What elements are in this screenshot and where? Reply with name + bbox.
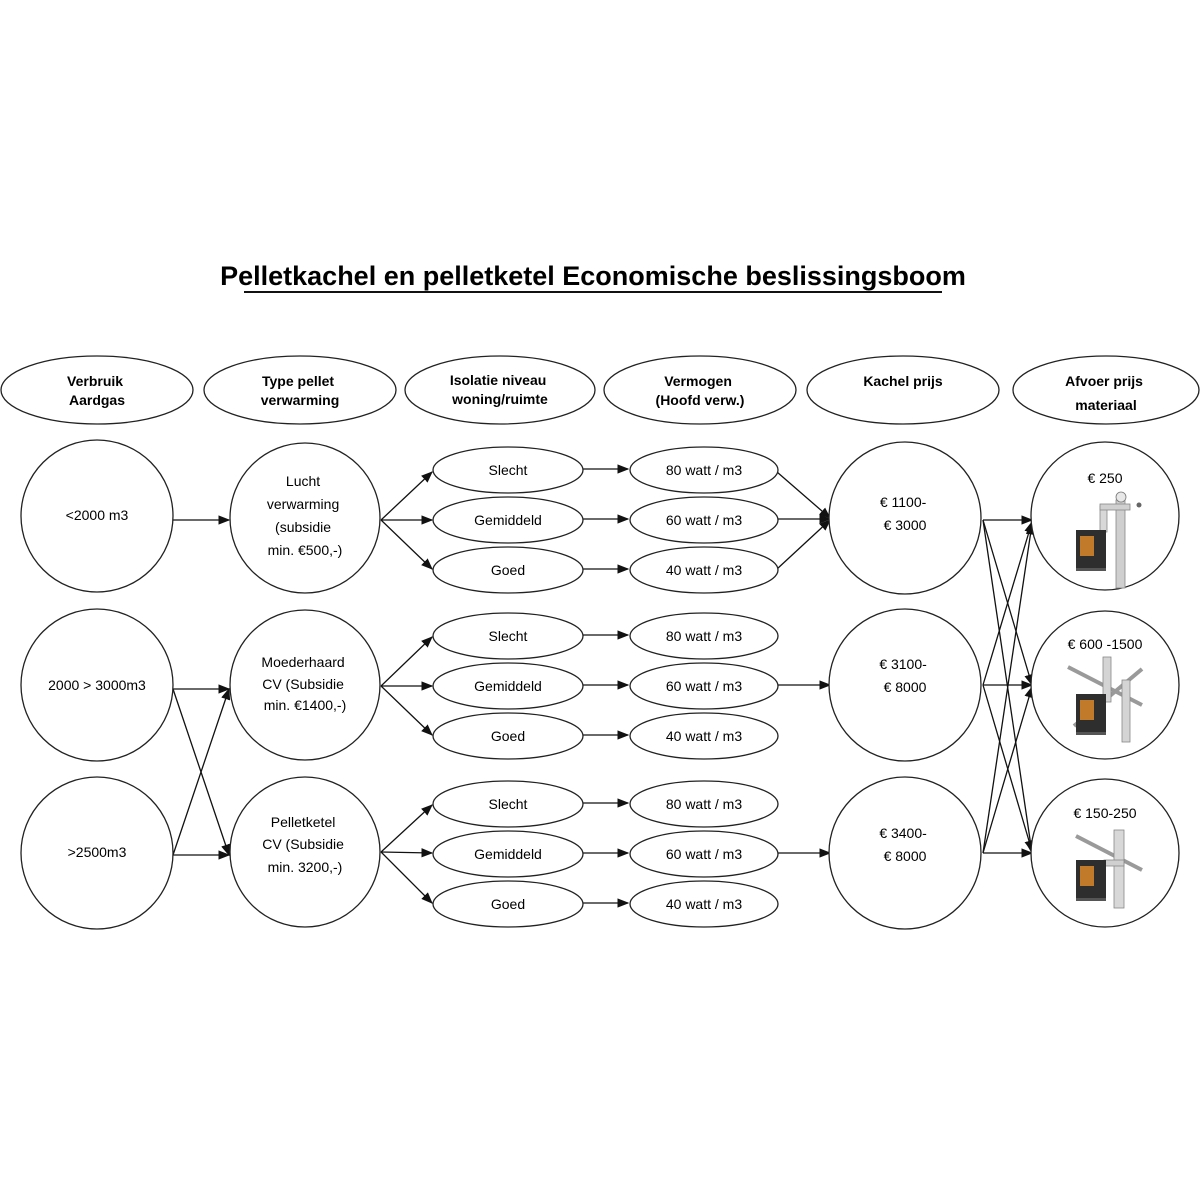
page-title: Pelletkachel en pelletketel Economische … xyxy=(220,261,966,291)
heating-type-node-moederhaard: Moederhaard CV (Subsidie min. €1400,-) xyxy=(229,609,381,761)
insulation-label: Slecht xyxy=(489,628,528,644)
svg-text:Lucht verwarming (: Lucht verwarming (subsidie min. €500,-) xyxy=(267,473,343,558)
flue-price-label: € 150-250 xyxy=(1073,805,1136,821)
stove-price-node-3: € 3400- € 8000 xyxy=(828,776,982,930)
flue-price-label: € 600 -1500 xyxy=(1068,636,1143,652)
power-label: 80 watt / m3 xyxy=(666,628,742,644)
svg-text:€ 3100- € 8000: € 3100- € 8000 xyxy=(879,656,930,695)
insulation-label: Gemiddeld xyxy=(474,678,542,694)
header-kachel-prijs: Kachel prijs xyxy=(806,355,1000,425)
power-label: 40 watt / m3 xyxy=(666,896,742,912)
flue-price-node-1: € 250 xyxy=(1030,441,1180,591)
flue-price-node-3: € 150-250 xyxy=(1030,778,1180,928)
insulation-label: Gemiddeld xyxy=(474,846,542,862)
header-label: Isolatie niveau woning/ruimte xyxy=(450,372,550,407)
header-type: Type pellet verwarming xyxy=(203,355,397,425)
power-label: 80 watt / m3 xyxy=(666,796,742,812)
stove-price-node-2: € 3100- € 8000 xyxy=(828,608,982,762)
power-group-1: 80 watt / m3 60 watt / m3 40 watt / m3 xyxy=(629,446,779,594)
power-label: 60 watt / m3 xyxy=(666,678,742,694)
insulation-group-1: Slecht Gemiddeld Goed xyxy=(432,446,584,594)
header-afvoer-prijs: Afvoer prijs materiaal xyxy=(1012,355,1200,425)
insulation-label: Goed xyxy=(491,896,525,912)
power-group-2: 80 watt / m3 60 watt / m3 40 watt / m3 xyxy=(629,612,779,760)
power-label: 40 watt / m3 xyxy=(666,728,742,744)
header-label: Vermogen (Hoofd verw.) xyxy=(656,373,745,408)
insulation-label: Goed xyxy=(491,562,525,578)
insulation-group-2: Slecht Gemiddeld Goed xyxy=(432,612,584,760)
stove-price-node-1: € 1100- € 3000 xyxy=(828,441,982,595)
flue-price-label: € 250 xyxy=(1087,470,1122,486)
svg-text:<2000 m3: <2000 m3 xyxy=(66,507,129,523)
pellet-stove-with-flue-icon xyxy=(1076,491,1142,589)
svg-text:€ 1100- € 3000: € 1100- € 3000 xyxy=(880,494,930,533)
heating-type-node-lucht: Lucht verwarming (subsidie min. €500,-) xyxy=(229,442,381,594)
gas-usage-node-1: <2000 m3 xyxy=(20,439,174,593)
insulation-label: Gemiddeld xyxy=(474,512,542,528)
header-label: Verbruik Aardgas xyxy=(67,373,127,408)
header-isolatie: Isolatie niveau woning/ruimte xyxy=(404,355,596,425)
svg-text:€ 3400- € 8000: € 3400- € 8000 xyxy=(879,825,930,864)
power-label: 60 watt / m3 xyxy=(666,512,742,528)
heating-type-node-pelletketel: Pelletketel CV (Subsidie min. 3200,-) xyxy=(229,776,381,928)
connectors xyxy=(172,464,1036,908)
header-label: Afvoer prijs materiaal xyxy=(1065,373,1147,413)
power-label: 80 watt / m3 xyxy=(666,462,742,478)
stove-wall-flue-icon xyxy=(1075,829,1143,909)
svg-text:Moederhaard CV (Subsidie: Moederhaard CV (Subsidie min. €1400,-) xyxy=(261,654,348,713)
header-label: Kachel prijs xyxy=(863,373,943,389)
insulation-label: Slecht xyxy=(489,796,528,812)
header-verbruik: Verbruik Aardgas xyxy=(0,355,194,425)
gas-usage-node-3: >2500m3 xyxy=(20,776,174,930)
stove-roof-flue-icon xyxy=(1067,656,1144,743)
insulation-group-3: Slecht Gemiddeld Goed xyxy=(432,780,584,928)
flue-price-node-2: € 600 -1500 xyxy=(1030,610,1180,760)
gas-usage-node-2: 2000 > 3000m3 xyxy=(20,608,174,762)
power-group-3: 80 watt / m3 60 watt / m3 40 watt / m3 xyxy=(629,780,779,928)
power-label: 60 watt / m3 xyxy=(666,846,742,862)
svg-text:Pelletketel CV (Subsidie: Pelletketel CV (Subsidie min. 3200,-) xyxy=(262,814,348,875)
header-label: Type pellet verwarming xyxy=(261,373,340,408)
svg-text:2000 > 3000m3: 2000 > 3000m3 xyxy=(48,677,146,693)
svg-text:>2500m3: >2500m3 xyxy=(68,844,127,860)
power-label: 40 watt / m3 xyxy=(666,562,742,578)
insulation-label: Slecht xyxy=(489,462,528,478)
header-vermogen: Vermogen (Hoofd verw.) xyxy=(603,355,797,425)
insulation-label: Goed xyxy=(491,728,525,744)
